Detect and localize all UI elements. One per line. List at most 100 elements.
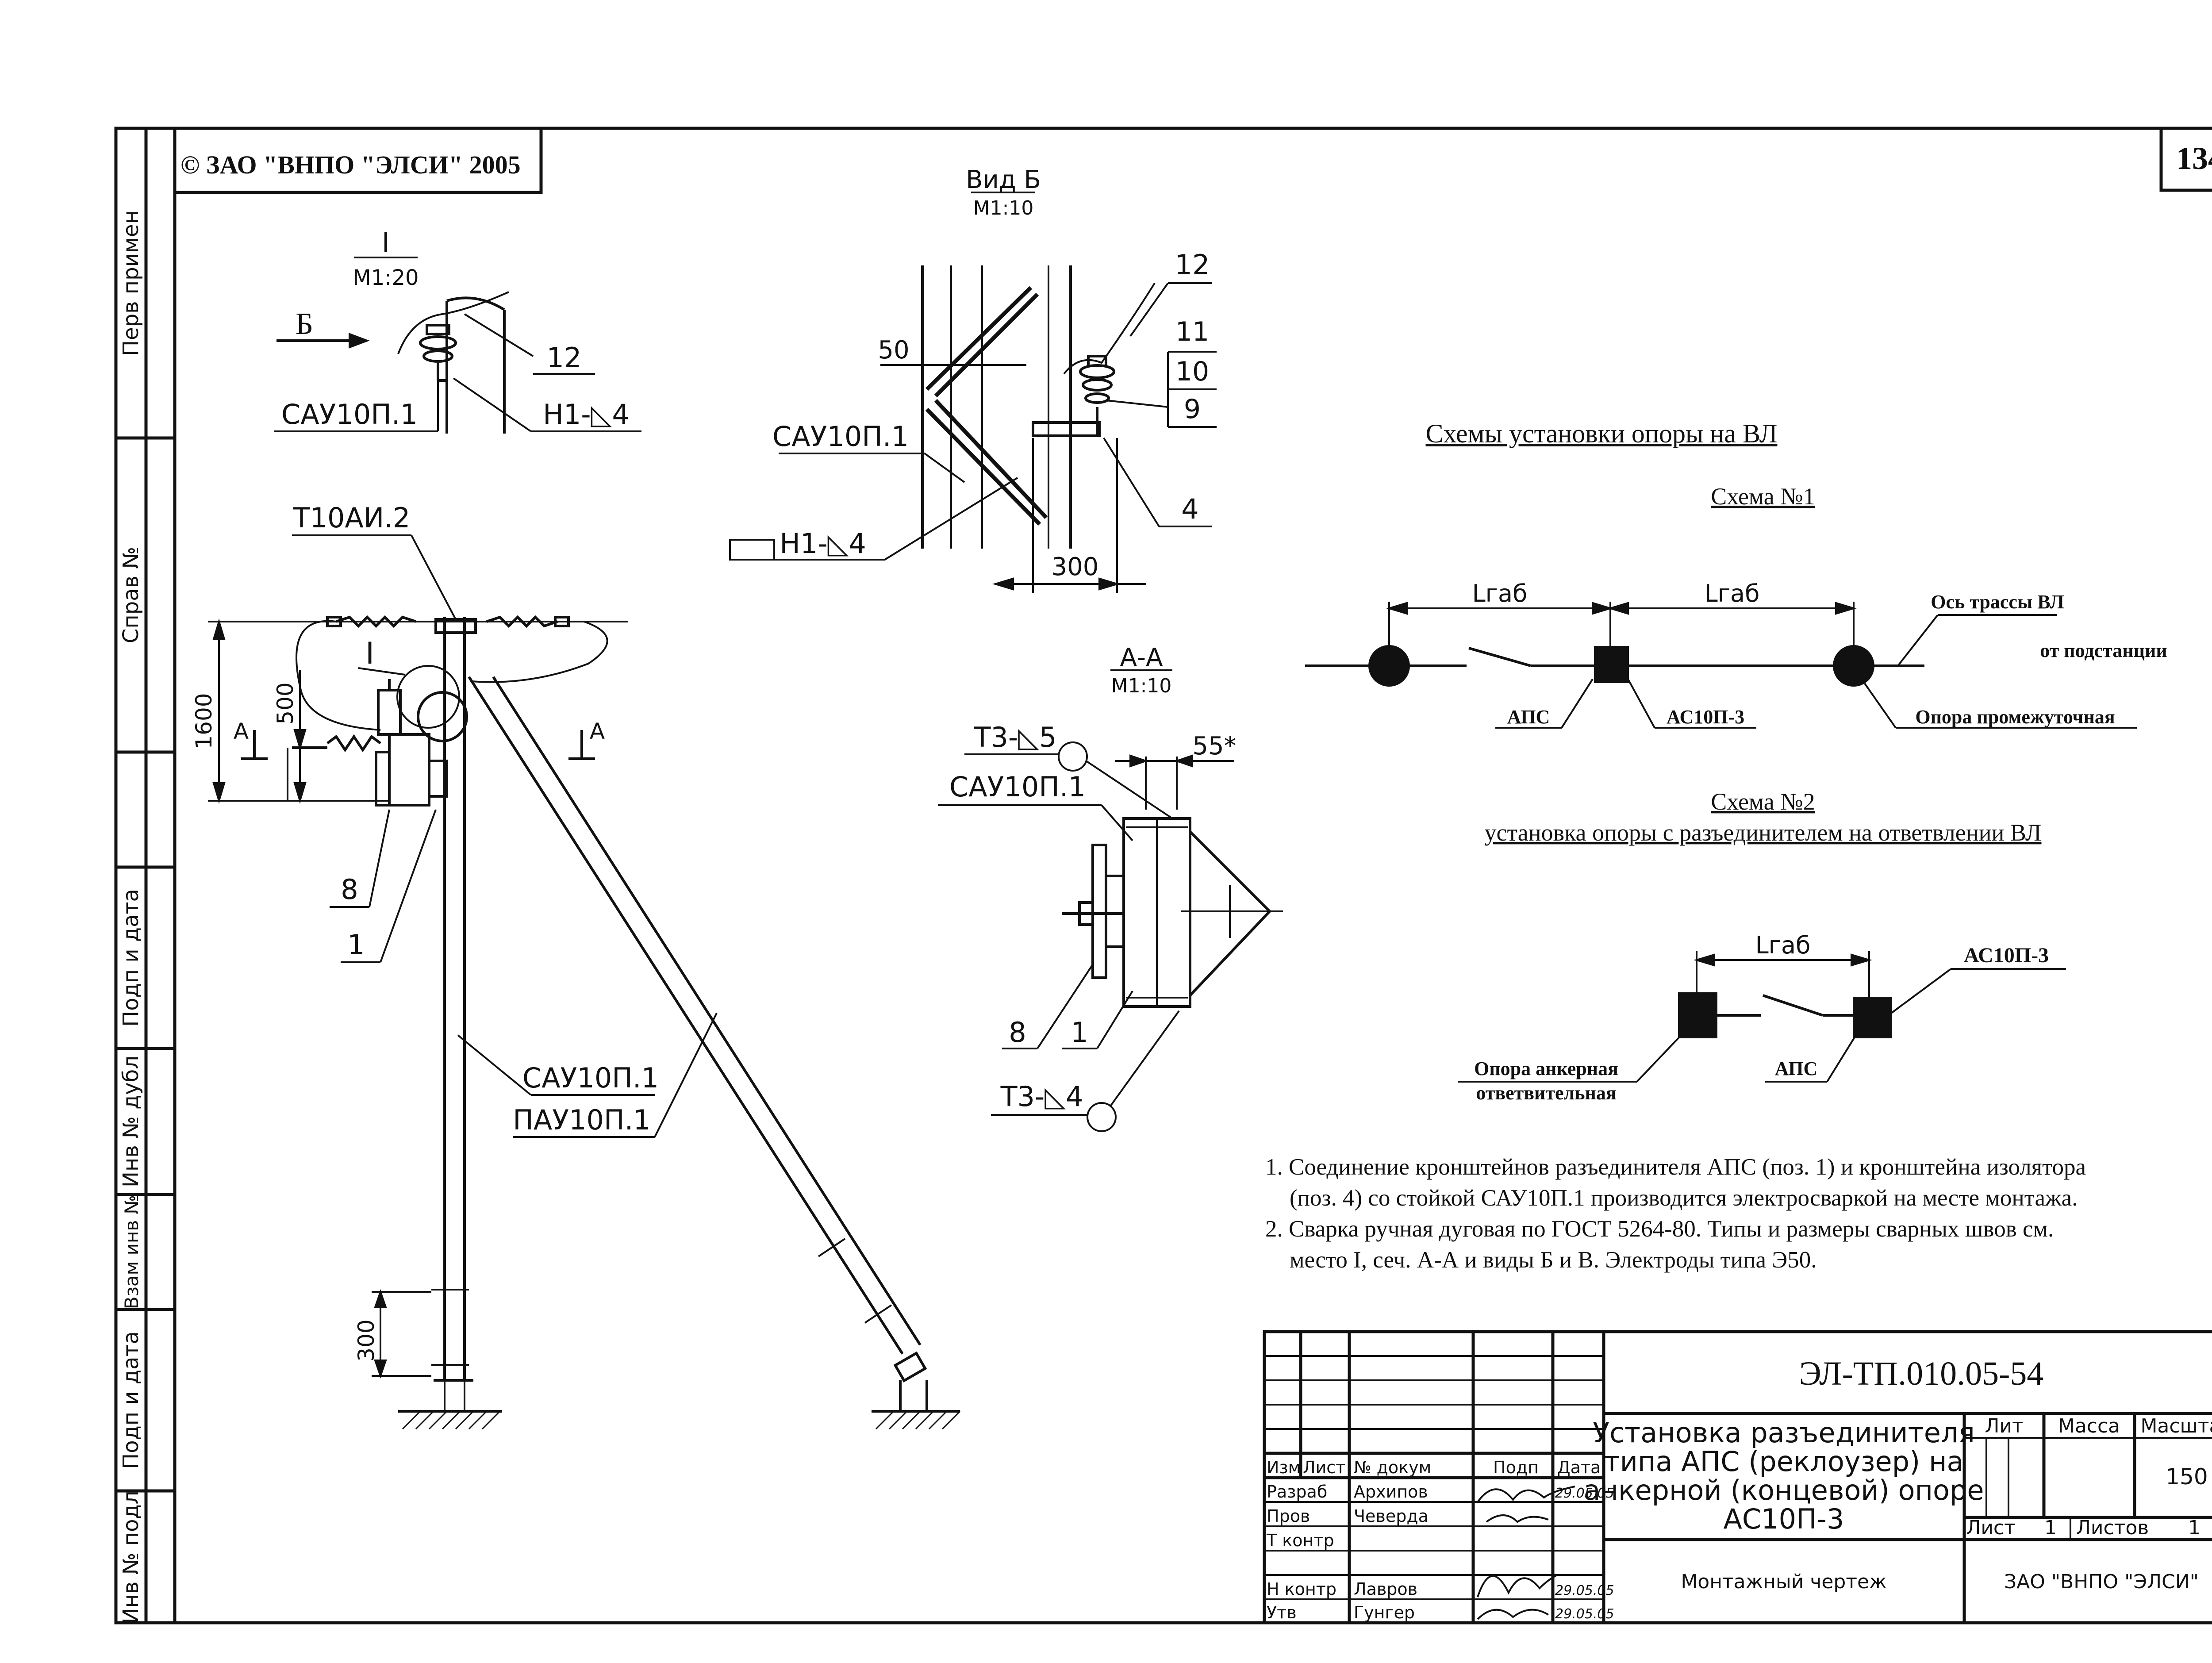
view-b-dim-50: 50 xyxy=(878,336,909,365)
strip-label-first-use: Перв примен xyxy=(119,210,143,356)
main-dim-500: 500 xyxy=(273,682,298,724)
tb-name-gunger: Гунгер xyxy=(1354,1603,1415,1622)
note-line-3: 2. Сварка ручная дуговая по ГОСТ 5264-80… xyxy=(1265,1216,2054,1242)
view-i-title: I xyxy=(382,227,390,259)
section-aa-callout-t3-4: Т3-◺4 xyxy=(1000,1080,1083,1113)
section-aa-scale: М1:10 xyxy=(1111,675,1172,697)
tb-doc-number: ЭЛ-ТП.010.05-54 xyxy=(1799,1355,2044,1392)
scheme1-dim-2: Lгаб xyxy=(1705,580,1760,607)
scheme2-subtitle: установка опоры с разъединителем на отве… xyxy=(1485,819,2042,846)
main-callout-1: 1 xyxy=(347,929,365,961)
title-block: ЭЛ-ТП.010.05-54 Установка разъединителя … xyxy=(1263,1330,2212,1625)
section-aa-title: А-А xyxy=(1120,643,1163,672)
tb-col-date: Дата xyxy=(1557,1458,1601,1477)
tb-col-doc: № докум xyxy=(1354,1458,1431,1477)
view-i-scale: М1:20 xyxy=(353,265,419,290)
left-strip-labels: Перв примен Справ № Подп и дата Инв № ду… xyxy=(119,210,143,1624)
tb-name-cheverda: Чеверда xyxy=(1354,1506,1429,1526)
section-aa-dim-55: 55* xyxy=(1192,732,1236,760)
tb-title-line-4: АС10П-3 xyxy=(1723,1503,1844,1535)
main-callout-t10ai: Т10АИ.2 xyxy=(293,502,411,534)
tb-title-line-2: типа АПС (реклоузер) на xyxy=(1604,1445,1964,1478)
note-line-2: (поз. 4) со стойкой САУ10П.1 производитс… xyxy=(1290,1185,2078,1211)
copyright-text: © ЗАО "ВНПО "ЭЛСИ" 2005 xyxy=(180,150,521,179)
scheme1-label-axis: Ось трассы ВЛ xyxy=(1931,591,2064,613)
view-b-callout-12: 12 xyxy=(1175,249,1210,281)
strip-label-sign-date-2: Подп и дата xyxy=(119,1331,143,1469)
tb-role-checker: Пров xyxy=(1267,1506,1310,1526)
signature-developer xyxy=(1477,1486,1575,1503)
notes: 1. Соединение кронштейнов разъединителя … xyxy=(1265,1154,2086,1273)
view-i-detail: I М1:20 Б 12 САУ10П.1 Н1-◺4 xyxy=(274,227,641,434)
main-callout-sau: САУ10П.1 xyxy=(522,1062,659,1094)
scheme2-label-as10p: АС10П-3 xyxy=(1964,944,2049,967)
tb-date-1: 29.05.05 xyxy=(1555,1486,1614,1501)
section-aa-callout-t3-5: Т3-◺5 xyxy=(974,721,1057,753)
tb-sheets-label: Листов xyxy=(2076,1517,2149,1539)
view-b-title: Вид Б xyxy=(966,165,1041,194)
scheme2-title: Схема №2 xyxy=(1711,788,1815,815)
view-b-callout-10: 10 xyxy=(1175,356,1209,387)
view-b-callout-weld: Н1-◺4 xyxy=(780,527,866,560)
section-aa-callout-1: 1 xyxy=(1071,1016,1088,1048)
scheme1-label-substation: от подстанции xyxy=(2040,640,2167,661)
signature-approve xyxy=(1477,1609,1549,1620)
scheme1-label-aps: АПС xyxy=(1507,706,1550,728)
view-b: Вид Б М1:10 50 300 САУ10П.1 xyxy=(729,165,1217,593)
signature-checker xyxy=(1486,1514,1549,1523)
outer-frame xyxy=(114,127,2212,1625)
view-i-callout-sau: САУ10П.1 xyxy=(281,398,418,430)
scheme2-dim: Lгаб xyxy=(1755,931,1811,959)
tb-scale-label: Масштаб xyxy=(2140,1415,2212,1437)
main-callout-pau: ПАУ10П.1 xyxy=(513,1104,650,1136)
tb-lit-label: Лит xyxy=(1985,1415,2023,1437)
tb-company: ЗАО "ВНПО "ЭЛСИ" xyxy=(2004,1571,2199,1593)
main-elevation: I Т10АИ.2 1600 500 300 А А 8 xyxy=(191,502,961,1430)
tb-role-approve: Утв xyxy=(1267,1603,1297,1622)
scheme2-label-aps: АПС xyxy=(1775,1058,1818,1079)
section-aa: А-А М1:10 55* Т3-◺5 САУ10П.1 8 xyxy=(938,643,1283,1132)
main-section-mark-left: А xyxy=(234,718,249,744)
strip-label-ref-no: Справ № xyxy=(119,547,143,643)
tb-role-developer: Разраб xyxy=(1267,1482,1327,1502)
signature-norm xyxy=(1477,1574,1558,1598)
main-callout-8: 8 xyxy=(341,873,358,906)
scheme1-dim-1: Lгаб xyxy=(1472,580,1528,607)
tb-role-tech: Т контр xyxy=(1266,1531,1334,1550)
schemes: Схемы установки опоры на ВЛ Схема №1 Lга… xyxy=(1305,419,2167,1104)
tb-sheet-label: Лист xyxy=(1966,1517,2016,1539)
strip-label-replace-inv: Взам инв № xyxy=(121,1195,142,1309)
tb-sheet-value: 1 xyxy=(2044,1517,2057,1539)
tb-role-norm: Н контр xyxy=(1267,1579,1336,1599)
strip-label-orig-inv: Инв № подл xyxy=(119,1491,143,1624)
note-line-4: место I, сеч. А-А и виды Б и В. Электрод… xyxy=(1290,1247,1817,1273)
scheme1-label-intermediate: Опора промежуточная xyxy=(1915,706,2115,728)
page-number: 134 xyxy=(2176,141,2212,176)
main-dim-300: 300 xyxy=(353,1319,379,1361)
view-i-callout-weld: Н1-◺4 xyxy=(543,398,630,430)
scheme1-label-as10p: АС10П-3 xyxy=(1667,706,1744,728)
tb-drawing-type: Монтажный чертеж xyxy=(1681,1571,1886,1593)
scheme2-label-anchor: Опора анкерная xyxy=(1474,1058,1618,1079)
page-number-box xyxy=(2159,127,2212,192)
section-aa-callout-sau: САУ10П.1 xyxy=(949,771,1086,803)
scheme1-title: Схема №1 xyxy=(1711,483,1815,510)
main-section-mark-right: А xyxy=(590,718,605,744)
tb-col-sign: Подп xyxy=(1493,1458,1539,1477)
view-i-arrow-label: Б xyxy=(296,307,313,341)
tb-title-line-3: анкерной (концевой) опоре xyxy=(1584,1474,1984,1506)
view-b-dim-300: 300 xyxy=(1052,553,1099,581)
main-dim-1600: 1600 xyxy=(191,693,217,749)
tb-mass-label: Масса xyxy=(2058,1415,2120,1437)
note-line-1: 1. Соединение кронштейнов разъединителя … xyxy=(1265,1154,2086,1180)
strip-label-sign-date-1: Подп и дата xyxy=(119,889,143,1027)
tb-col-list: Лист xyxy=(1303,1458,1345,1477)
view-b-scale: М1:10 xyxy=(973,197,1034,219)
scheme2-label-branch: ответвительная xyxy=(1476,1082,1616,1104)
copyright-box xyxy=(173,127,543,194)
tb-date-3: 29.05.05 xyxy=(1555,1606,1614,1622)
section-aa-callout-8: 8 xyxy=(1009,1016,1026,1048)
view-b-callout-sau: САУ10П.1 xyxy=(772,420,909,453)
tb-scale-value: 150 xyxy=(2166,1464,2208,1490)
